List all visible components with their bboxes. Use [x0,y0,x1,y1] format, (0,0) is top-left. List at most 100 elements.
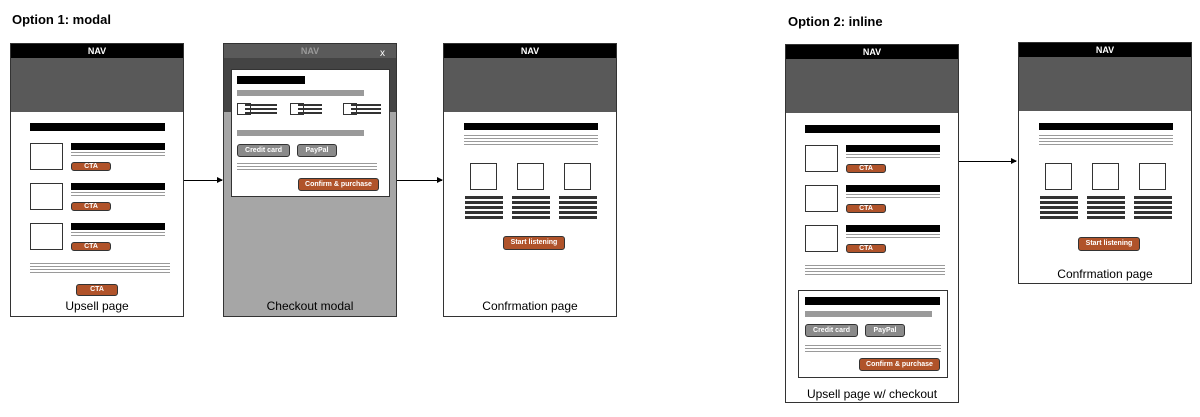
option2-heading: Option 2: inline [788,14,883,29]
text-line [71,192,165,193]
text-line [846,194,940,195]
checkout-modal-dialog: Credit card PayPal Confirm & purchase [231,69,390,197]
text-line [237,163,377,164]
nav-bar: NAV [11,44,183,58]
text-line [805,351,941,352]
text-line [30,269,170,270]
text-line [30,272,170,273]
text-line [237,169,377,170]
feature-image [470,163,497,190]
confirm-purchase-button[interactable]: Confirm & purchase [859,358,940,371]
screen-caption: Upsell page [65,299,129,313]
text-line [1039,141,1173,142]
cta-button-main[interactable]: CTA [76,284,118,296]
text-line [805,348,941,349]
title-bar [30,123,165,131]
start-listening-button[interactable]: Start listening [503,236,565,250]
text-line [805,265,945,266]
inline-checkout-panel: Credit card PayPal Confirm & purchase [798,290,948,378]
text-line [805,268,945,269]
text-line [30,266,170,267]
confirmation-page-frame: NAV Start listening Confrmation page [443,43,617,317]
text-line [71,152,165,153]
feature-image [564,163,591,190]
option1-heading: Option 1: modal [12,12,111,27]
product-title-bar [71,143,165,150]
text-line [846,237,940,238]
text-line [464,141,598,142]
screen-caption: Checkout modal [266,299,354,313]
screen-caption: Confrmation page [482,299,578,313]
flow-arrow [397,177,443,183]
nav-bar: NAV [786,45,958,59]
product-title-bar [846,225,940,232]
product-title-bar [71,223,165,230]
product-thumbnail [30,223,63,250]
product-title-bar [71,183,165,190]
product-title-bar [846,185,940,192]
product-thumbnail [805,225,838,252]
feature-image [1045,163,1072,190]
start-listening-button[interactable]: Start listening [1078,237,1140,251]
text-line [237,166,377,167]
nav-bar: NAV [1019,43,1191,57]
text-line [30,263,170,264]
upsell-page-frame: NAV CTA CTA CTA CTA Upsell page [10,43,184,317]
text-line [71,155,165,156]
text-line [71,195,165,196]
text-line [71,235,165,236]
text-line [805,274,945,275]
paypal-button[interactable]: PayPal [297,144,337,157]
text-line [805,271,945,272]
modal-subtitle-bar [237,90,364,96]
feature-image [1139,163,1166,190]
hero-banner [444,58,616,112]
payment-heading-bar [237,130,364,136]
title-bar [464,123,598,130]
hero-banner [786,59,958,113]
paypal-button[interactable]: PayPal [865,324,905,337]
text-line [464,138,598,139]
close-icon[interactable]: x [380,48,385,59]
text-line [1039,144,1173,145]
cta-button[interactable]: CTA [71,202,111,211]
modal-title-bar [237,76,305,84]
text-line [1039,135,1173,136]
feature-image [1092,163,1119,190]
cta-button[interactable]: CTA [846,204,886,213]
cta-button[interactable]: CTA [71,162,111,171]
screen-caption: Upsell page w/ checkout [806,387,938,401]
nav-bar: NAV [224,44,396,58]
text-line [846,157,940,158]
cta-button[interactable]: CTA [846,164,886,173]
credit-card-button[interactable]: Credit card [805,324,858,337]
text-line [846,154,940,155]
credit-card-button[interactable]: Credit card [237,144,290,157]
product-thumbnail [805,185,838,212]
text-line [1039,138,1173,139]
feature-image [517,163,544,190]
flow-arrow [959,158,1017,164]
text-line [805,345,941,346]
checkout-modal-frame: NAV x Checkout modal Credit card PayPal … [223,43,397,317]
text-line [846,197,940,198]
checkout-title-bar [805,297,940,305]
text-line [71,232,165,233]
flow-arrow [184,177,223,183]
cta-button[interactable]: CTA [846,244,886,253]
hero-banner [11,58,183,112]
cta-button[interactable]: CTA [71,242,111,251]
product-thumbnail [805,145,838,172]
checkout-subtitle-bar [805,311,932,317]
text-line [846,234,940,235]
product-title-bar [846,145,940,152]
screen-caption: Confrmation page [1057,267,1153,281]
confirm-purchase-button[interactable]: Confirm & purchase [298,178,379,191]
upsell-inline-frame: NAV CTA CTA CTA Credit card PayPal Confi… [785,44,959,403]
product-thumbnail [30,183,63,210]
nav-bar: NAV [444,44,616,58]
text-line [464,135,598,136]
hero-banner [1019,57,1191,111]
title-bar [805,125,940,133]
title-bar [1039,123,1173,130]
